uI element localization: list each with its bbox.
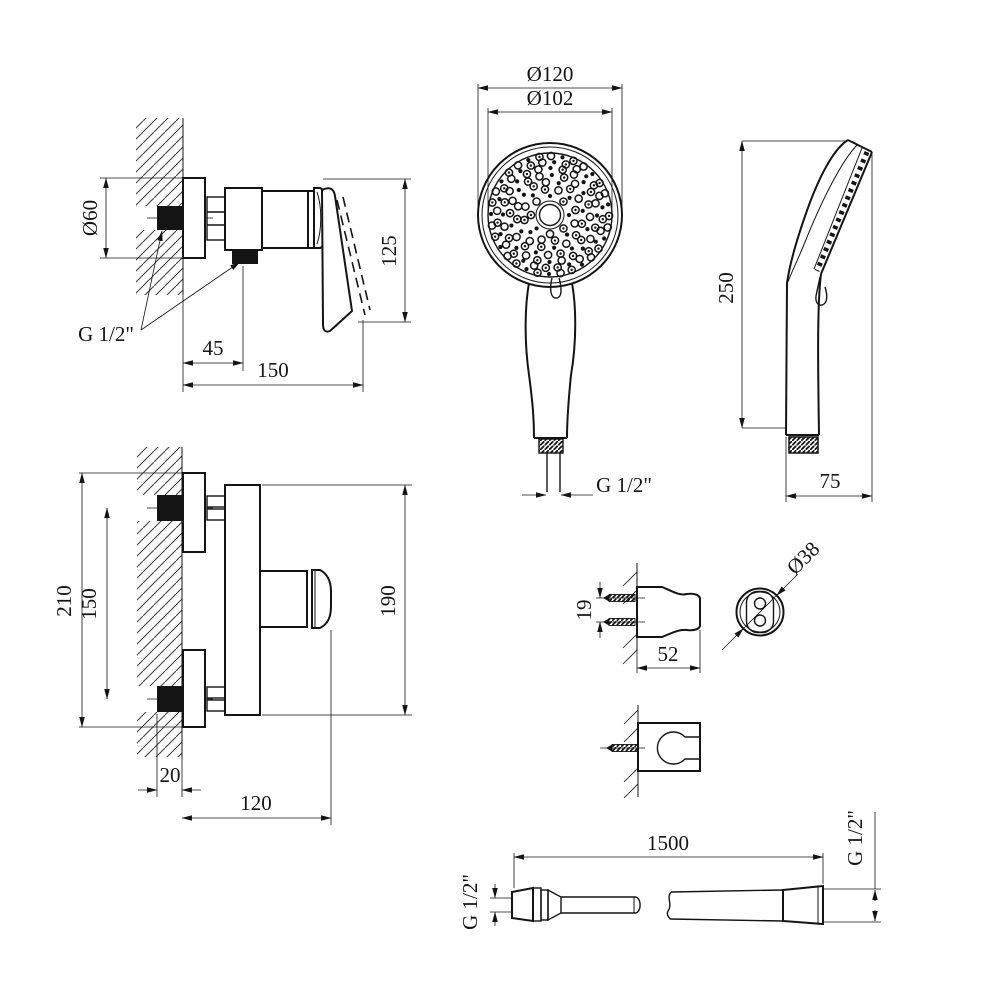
- dim-head-thread: G 1/2": [596, 473, 652, 497]
- dim-head-length: 250: [714, 272, 738, 304]
- dim-overall-height: 210: [52, 585, 76, 617]
- head-side-profile: [785, 139, 849, 436]
- hose-right-nut: [782, 884, 824, 926]
- holder-screw-bottom: [608, 618, 636, 626]
- shower-head-side-view: 250 75: [714, 139, 873, 502]
- dim-mixer-depth: 120: [240, 791, 272, 815]
- holder-front-screw: [611, 744, 639, 752]
- mixer-body-front: [224, 484, 261, 716]
- holder-back-view: Ø38: [721, 537, 825, 651]
- dim-hose-length: 1500: [647, 831, 689, 855]
- dim-outlet-offset: 45: [203, 336, 224, 360]
- hose-view: 1500 G 1/2" G 1/2": [458, 810, 881, 930]
- escutcheon-plate: [182, 177, 206, 259]
- dim-head-depth: 75: [820, 469, 841, 493]
- dim-wall-offset: 20: [160, 763, 181, 787]
- thread-connector: [538, 438, 564, 454]
- screw-hole-bottom: [753, 614, 767, 627]
- dim-screw-spacing: 19: [572, 600, 596, 621]
- lower-escutcheon: [182, 649, 206, 728]
- head-outer-ring: [477, 142, 623, 288]
- handle-hook: [815, 276, 828, 306]
- dim-connection-centers: 150: [77, 588, 101, 620]
- dim-holder-depth: 52: [658, 642, 679, 666]
- holder-side-view: 19 52: [572, 563, 701, 673]
- mixer-body: [224, 187, 263, 251]
- dim-hose-thread-left: G 1/2": [458, 874, 482, 930]
- holder-body-side: [636, 586, 701, 638]
- upper-escutcheon: [182, 472, 206, 553]
- hose-break-line: [666, 891, 672, 920]
- mixer-handle: [320, 187, 354, 333]
- dim-hose-thread-right: G 1/2": [843, 810, 867, 866]
- holder-back-outline: [735, 587, 785, 637]
- dim-outer-diameter: Ø120: [527, 62, 574, 86]
- holder-front-view: [600, 705, 701, 799]
- dim-depth: 150: [257, 358, 289, 382]
- thread-connector-side: [788, 436, 819, 454]
- dim-height-to-handle: 125: [377, 235, 401, 267]
- dim-body-height: 190: [376, 585, 400, 617]
- shower-outlet: [232, 250, 258, 264]
- head-handle: [524, 282, 535, 439]
- spout: [259, 570, 308, 628]
- mixer-front-view: 210 150 190 20 120: [52, 447, 412, 825]
- spray-mode-tab: [549, 277, 562, 299]
- nozzle-field: [487, 151, 614, 278]
- hose-left-nut: [511, 886, 534, 923]
- holder-clip-opening: [656, 731, 700, 765]
- dim-holder-diameter: Ø38: [782, 537, 825, 580]
- dim-thread-label: G 1/2": [78, 322, 134, 346]
- dim-rosette-diameter: Ø60: [78, 200, 102, 236]
- screw-hole-top: [753, 597, 767, 610]
- dim-face-diameter: Ø102: [527, 86, 574, 110]
- mixer-side-view: Ø60 125 45 150 G 1/2": [78, 118, 411, 392]
- shower-head-front-view: Ø120 Ø102 G 1/2": [477, 62, 652, 498]
- holder-screw-top: [608, 594, 636, 602]
